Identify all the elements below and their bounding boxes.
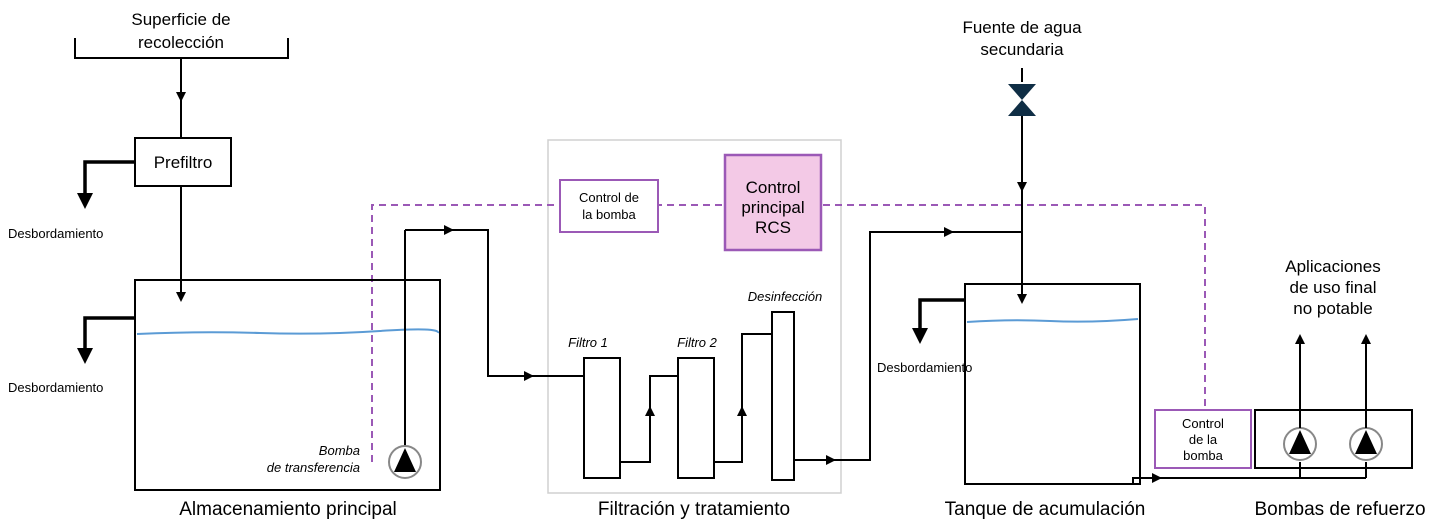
main-storage-water	[136, 328, 440, 335]
transfer-pump-icon	[388, 445, 422, 479]
main-storage-label: Almacenamiento principal	[179, 499, 397, 520]
main-control-label-2: principal	[741, 198, 804, 217]
main-overflow-pipe	[77, 316, 135, 364]
overflow-tank-label: Desbordamiento	[8, 380, 103, 395]
treatment-label: Filtración y tratamiento	[598, 499, 790, 520]
accumulation-water	[966, 318, 1139, 323]
transfer-pump-label-2: de transferencia	[267, 460, 360, 475]
collection-label-2: recolección	[138, 33, 224, 52]
booster-control-label-2: de la	[1189, 432, 1218, 447]
end-use-label-1: Aplicaciones	[1285, 257, 1380, 276]
transfer-pump-label-1: Bomba	[319, 443, 360, 458]
end-use-label-3: no potable	[1293, 299, 1372, 318]
accumulation-overflow-pipe	[912, 298, 965, 344]
booster-housing	[1254, 409, 1413, 469]
booster-control-label-1: Control	[1182, 416, 1224, 431]
overflow-accum-label: Desbordamiento	[877, 360, 972, 375]
accumulation-label: Tanque de acumulación	[945, 499, 1146, 520]
pump-control-label-1: Control de	[579, 190, 639, 205]
booster-label: Bombas de refuerzo	[1254, 499, 1425, 520]
main-control-label-1: Control	[746, 178, 801, 197]
treatment-frame	[547, 139, 842, 494]
booster-pump-1-icon	[1283, 427, 1317, 461]
valve-icon	[1008, 84, 1036, 116]
disinfection-label: Desinfección	[748, 289, 822, 304]
accumulation-tank	[964, 283, 1141, 485]
booster-control-box	[1154, 409, 1252, 469]
transfer-line	[405, 229, 584, 377]
filter-1	[583, 357, 621, 479]
end-use-label-2: de uso final	[1290, 278, 1377, 297]
treated-water-line	[794, 231, 1022, 461]
overflow-top-label: Desbordamiento	[8, 226, 103, 241]
booster-control-label-3: bomba	[1183, 448, 1224, 463]
pump-control-box	[559, 179, 659, 233]
collection-label-1: Superficie de	[131, 10, 230, 29]
main-control-box	[723, 153, 823, 252]
filter-2-to-disinfection	[714, 333, 772, 463]
main-control-label-3: RCS	[755, 218, 791, 237]
disinfection-unit	[771, 311, 795, 481]
booster-pump-2-icon	[1349, 427, 1383, 461]
filter-2	[677, 357, 715, 479]
main-storage-tank	[134, 279, 441, 491]
prefilter-overflow-pipe	[77, 160, 135, 209]
filter-2-label: Filtro 2	[677, 335, 718, 350]
pump-control-label-2: la bomba	[582, 207, 636, 222]
secondary-source-label-1: Fuente de agua	[962, 18, 1082, 37]
prefilter-label: Prefiltro	[154, 153, 213, 172]
prefilter-box	[134, 137, 232, 187]
booster-feed-line	[1132, 462, 1301, 484]
secondary-source-label-2: secundaria	[980, 40, 1064, 59]
filter-1-label: Filtro 1	[568, 335, 608, 350]
